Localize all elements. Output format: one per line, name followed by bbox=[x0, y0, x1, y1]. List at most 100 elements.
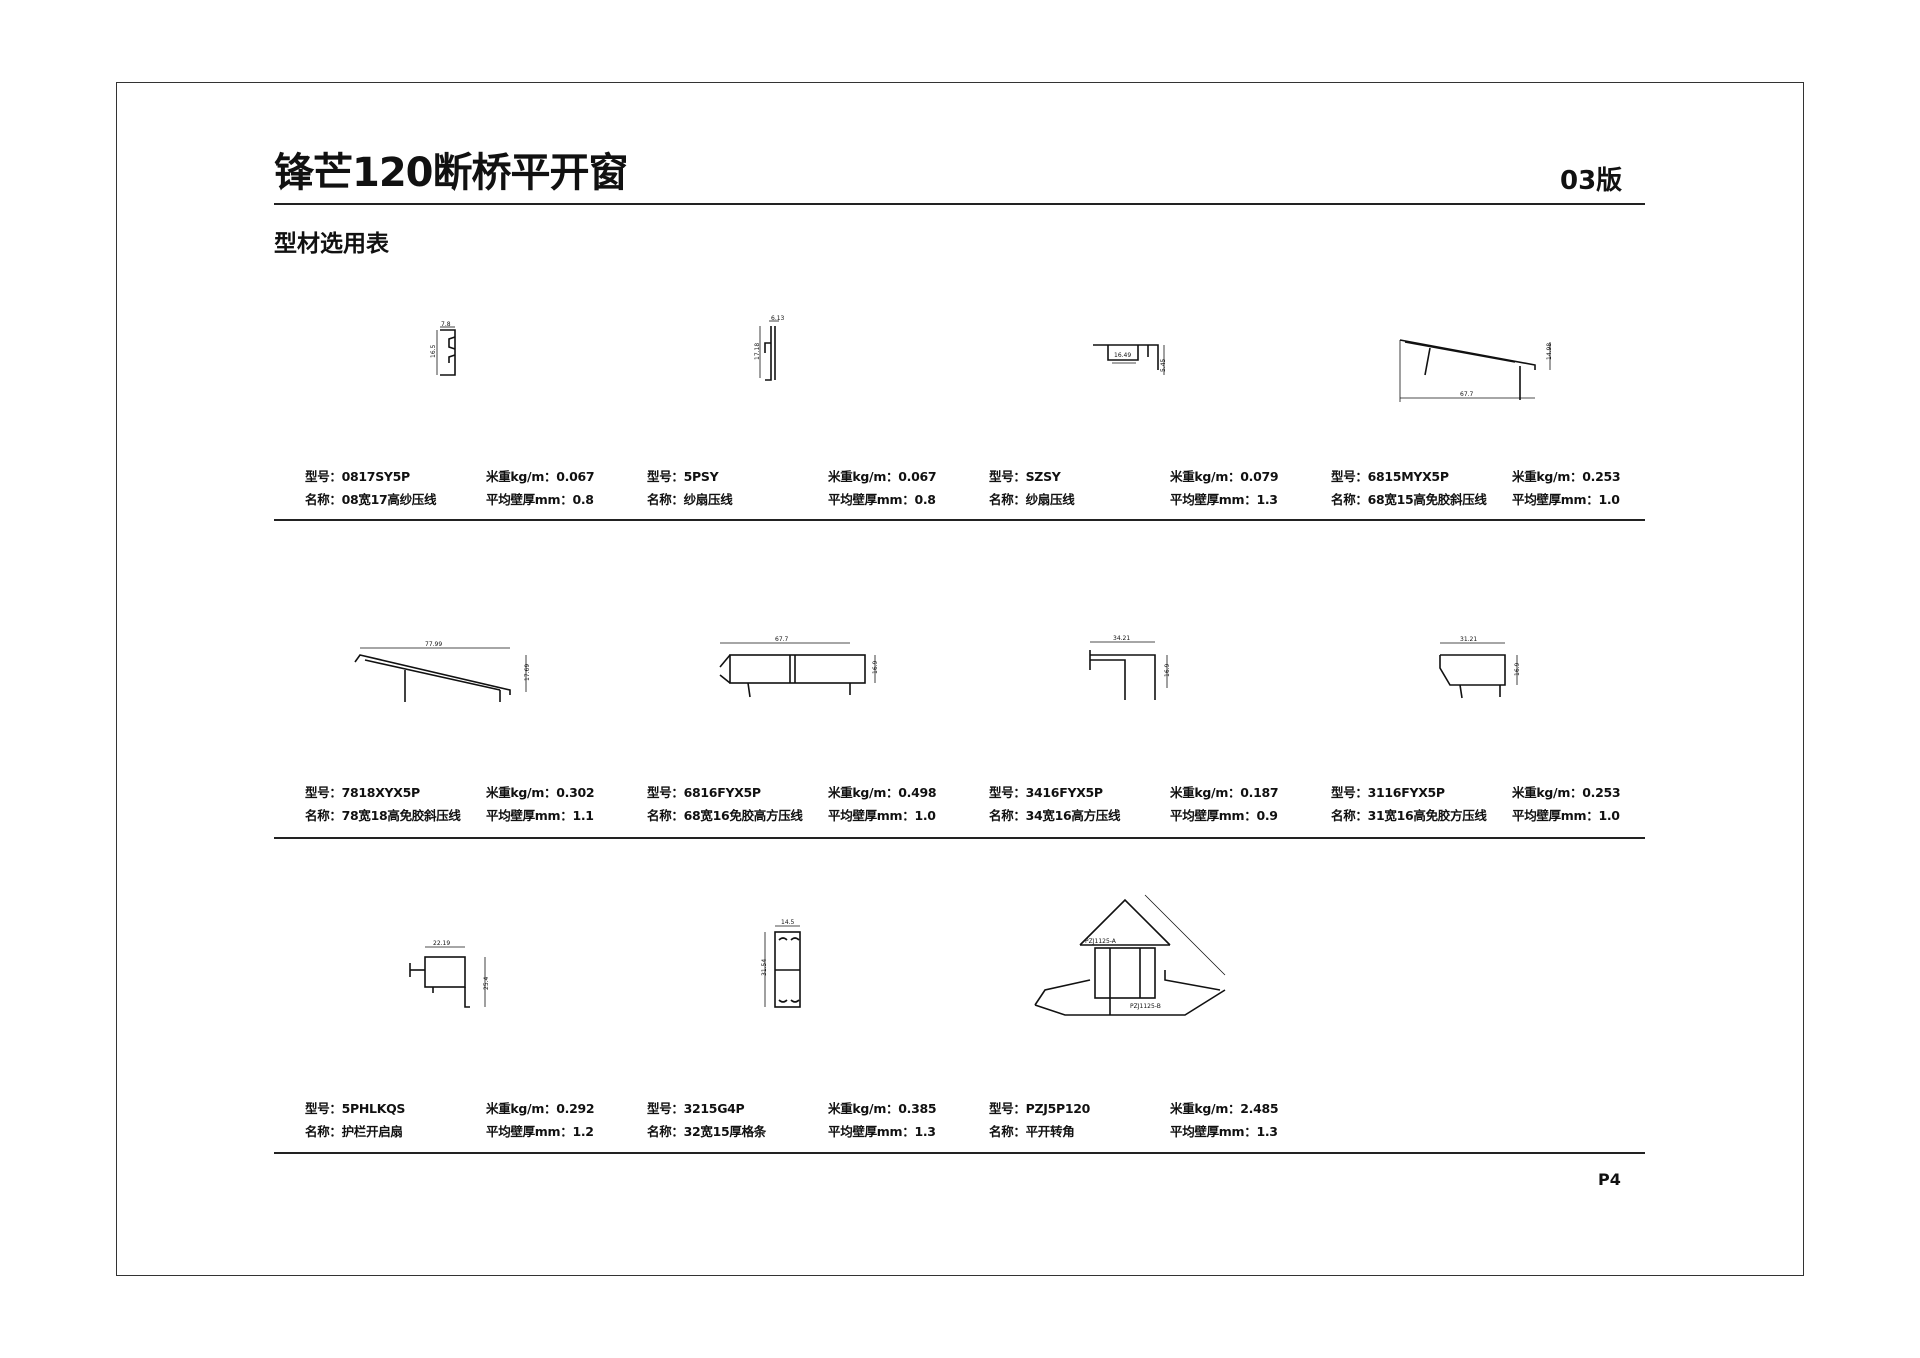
profile-drawing-6816FYX5P: 67.716.9 bbox=[719, 636, 879, 698]
svg-text:34.21: 34.21 bbox=[1113, 635, 1130, 642]
model-number-part: 型号： bbox=[989, 785, 1026, 800]
svg-text:6.13: 6.13 bbox=[771, 315, 785, 322]
product-name-part: 名称： bbox=[305, 492, 342, 507]
average-wall-thickness-part: 1.3 bbox=[914, 1124, 936, 1139]
average-wall-thickness-part: 0.9 bbox=[1256, 808, 1278, 823]
product-name: 名称：78宽18高免胶斜压线 bbox=[305, 805, 461, 824]
model-number-part: 型号： bbox=[647, 785, 684, 800]
model-number-part: 型号： bbox=[989, 1101, 1026, 1116]
model-number-part: 3215G4P bbox=[683, 1101, 745, 1116]
product-name-part: 名称： bbox=[305, 1124, 342, 1139]
average-wall-thickness-part: 1.0 bbox=[1598, 808, 1620, 823]
product-name-part: 名称： bbox=[989, 1124, 1026, 1139]
average-wall-thickness: 平均壁厚mm：1.0 bbox=[828, 805, 936, 824]
model-number-part: 5PSY bbox=[683, 469, 719, 484]
average-wall-thickness-part: 1.3 bbox=[1256, 1124, 1278, 1139]
average-wall-thickness-part: 0.8 bbox=[572, 492, 594, 507]
average-wall-thickness: 平均壁厚mm：1.3 bbox=[828, 1121, 936, 1140]
product-name: 名称：纱扇压线 bbox=[647, 489, 733, 508]
product-name: 名称：68宽16免胶高方压线 bbox=[647, 805, 803, 824]
model-number-part: SZSY bbox=[1025, 469, 1061, 484]
product-name-part: 名称： bbox=[989, 808, 1026, 823]
average-wall-thickness-part: 平均壁厚mm： bbox=[828, 492, 915, 507]
weight-per-meter-part: 米重kg/m： bbox=[486, 1101, 557, 1116]
weight-per-meter: 米重kg/m：0.253 bbox=[1512, 466, 1621, 485]
page-number: P4 bbox=[1598, 1170, 1621, 1189]
product-name: 名称：08宽17高纱压线 bbox=[305, 489, 437, 508]
product-name-part: 名称： bbox=[1331, 808, 1368, 823]
section-title: 型材选用表 bbox=[274, 231, 389, 257]
weight-per-meter-part: 0.067 bbox=[898, 469, 937, 484]
weight-per-meter: 米重kg/m：0.292 bbox=[486, 1098, 595, 1117]
model-number-part: 3416FYX5P bbox=[1025, 785, 1103, 800]
weight-per-meter: 米重kg/m：2.485 bbox=[1170, 1098, 1279, 1117]
model-number: 型号：6815MYX5P bbox=[1331, 466, 1449, 485]
product-name-part: 78宽18高免胶斜压线 bbox=[341, 808, 461, 823]
weight-per-meter-part: 米重kg/m： bbox=[1512, 785, 1583, 800]
model-number-part: 7818XYX5P bbox=[341, 785, 421, 800]
average-wall-thickness: 平均壁厚mm：1.0 bbox=[1512, 805, 1620, 824]
weight-per-meter: 米重kg/m：0.067 bbox=[486, 466, 595, 485]
product-name: 名称：护栏开启扇 bbox=[305, 1121, 403, 1140]
svg-text:16.5: 16.5 bbox=[430, 344, 437, 358]
weight-per-meter-part: 米重kg/m： bbox=[1170, 1101, 1241, 1116]
average-wall-thickness-part: 1.2 bbox=[572, 1124, 594, 1139]
average-wall-thickness-part: 平均壁厚mm： bbox=[1512, 492, 1599, 507]
average-wall-thickness: 平均壁厚mm：0.9 bbox=[1170, 805, 1278, 824]
weight-per-meter-part: 米重kg/m： bbox=[486, 469, 557, 484]
model-number-part: 5PHLKQS bbox=[341, 1101, 406, 1116]
average-wall-thickness-part: 平均壁厚mm： bbox=[1170, 808, 1257, 823]
product-name-part: 名称： bbox=[647, 1124, 684, 1139]
svg-text:7.8: 7.8 bbox=[441, 321, 451, 328]
model-number-part: 型号： bbox=[305, 469, 342, 484]
product-name-part: 平开转角 bbox=[1025, 1124, 1075, 1139]
svg-text:67.7: 67.7 bbox=[775, 636, 789, 643]
weight-per-meter-part: 0.079 bbox=[1240, 469, 1279, 484]
model-number: 型号：5PHLKQS bbox=[305, 1098, 405, 1117]
product-name: 名称：纱扇压线 bbox=[989, 489, 1075, 508]
weight-per-meter-part: 0.385 bbox=[898, 1101, 937, 1116]
product-name-part: 名称： bbox=[305, 808, 342, 823]
product-name: 名称：32宽15厚格条 bbox=[647, 1121, 766, 1140]
weight-per-meter-part: 米重kg/m： bbox=[828, 1101, 899, 1116]
profile-drawing-PZJ5P120: PZJ1125-A PZJ1125-B bbox=[1034, 894, 1226, 1016]
average-wall-thickness: 平均壁厚mm：0.8 bbox=[828, 489, 936, 508]
weight-per-meter: 米重kg/m：0.253 bbox=[1512, 782, 1621, 801]
model-number: 型号：3215G4P bbox=[647, 1098, 745, 1117]
average-wall-thickness: 平均壁厚mm：1.1 bbox=[486, 805, 594, 824]
weight-per-meter-part: 米重kg/m： bbox=[1512, 469, 1583, 484]
product-name: 名称：平开转角 bbox=[989, 1121, 1075, 1140]
svg-text:PZJ1125-A: PZJ1125-A bbox=[1085, 938, 1117, 945]
model-number: 型号：PZJ5P120 bbox=[989, 1098, 1090, 1117]
average-wall-thickness: 平均壁厚mm：1.3 bbox=[1170, 1121, 1278, 1140]
average-wall-thickness-part: 1.0 bbox=[1598, 492, 1620, 507]
model-number-part: 6815MYX5P bbox=[1367, 469, 1449, 484]
model-number: 型号：0817SY5P bbox=[305, 466, 410, 485]
average-wall-thickness-part: 平均壁厚mm： bbox=[486, 1124, 573, 1139]
svg-text:31.21: 31.21 bbox=[1460, 636, 1477, 643]
weight-per-meter-part: 米重kg/m： bbox=[1170, 785, 1241, 800]
svg-text:14.98: 14.98 bbox=[1546, 343, 1553, 360]
model-number: 型号：SZSY bbox=[989, 466, 1061, 485]
average-wall-thickness-part: 平均壁厚mm： bbox=[486, 808, 573, 823]
weight-per-meter-part: 0.253 bbox=[1582, 469, 1621, 484]
weight-per-meter-part: 2.485 bbox=[1240, 1101, 1279, 1116]
svg-text:14.5: 14.5 bbox=[781, 919, 795, 926]
profile-drawing-0817SY5P: 7.8 16.5 bbox=[430, 321, 456, 376]
weight-per-meter-part: 0.067 bbox=[556, 469, 595, 484]
average-wall-thickness: 平均壁厚mm：1.3 bbox=[1170, 489, 1278, 508]
row-divider bbox=[274, 519, 1645, 521]
product-name-part: 08宽17高纱压线 bbox=[341, 492, 437, 507]
svg-text:67.7: 67.7 bbox=[1460, 391, 1474, 398]
model-number: 型号：5PSY bbox=[647, 466, 719, 485]
average-wall-thickness: 平均壁厚mm：1.2 bbox=[486, 1121, 594, 1140]
svg-text:PZJ1125-B: PZJ1125-B bbox=[1130, 1003, 1161, 1010]
weight-per-meter-part: 米重kg/m： bbox=[828, 469, 899, 484]
product-name-part: 纱扇压线 bbox=[1025, 492, 1075, 507]
weight-per-meter-part: 0.187 bbox=[1240, 785, 1279, 800]
product-name: 名称：31宽16高免胶方压线 bbox=[1331, 805, 1487, 824]
model-number-part: 型号： bbox=[647, 1101, 684, 1116]
